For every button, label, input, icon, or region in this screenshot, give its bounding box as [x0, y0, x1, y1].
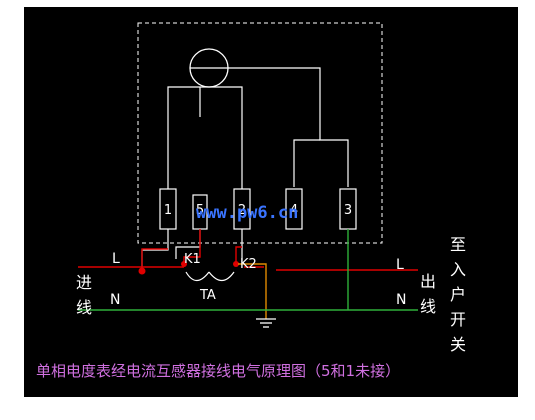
- label-k1: K1: [184, 252, 201, 267]
- current-transformer: [185, 271, 235, 282]
- terminal-label-5: 5: [196, 203, 204, 218]
- label-out-1: 出: [420, 272, 436, 291]
- wiring-diagram: 1 5 2 4 3: [36, 22, 466, 380]
- junction-dot-k1: [181, 261, 187, 267]
- terminal-label-2: 2: [238, 203, 246, 218]
- ground-symbol: [256, 318, 276, 328]
- label-in-2: 线: [76, 298, 92, 317]
- label-to-2: 入: [450, 260, 466, 279]
- label-l-in: L: [112, 251, 120, 267]
- meter-enclosure: [137, 22, 383, 244]
- label-to-3: 户: [450, 285, 466, 304]
- label-ta: TA: [199, 288, 216, 303]
- diagram-canvas: 1 5 2 4 3: [24, 7, 518, 397]
- junction-dot-k2: [233, 261, 239, 267]
- internal-wiring: [167, 67, 349, 189]
- label-out-2: 线: [420, 297, 436, 316]
- neutral-line: [78, 229, 418, 311]
- ground-wire: [238, 263, 267, 319]
- label-l-out: L: [396, 257, 404, 273]
- label-k2: K2: [240, 257, 257, 272]
- terminal-label-4: 4: [290, 203, 298, 218]
- watermark: www.pw6.cn: [196, 203, 298, 223]
- label-in-1: 进: [76, 273, 92, 292]
- label-n-in: N: [110, 292, 120, 308]
- terminal-label-1: 1: [164, 203, 172, 218]
- junction-dot-left: [138, 267, 146, 275]
- live-line: [78, 229, 418, 271]
- label-n-out: N: [396, 292, 406, 308]
- label-to-4: 开: [450, 310, 466, 329]
- label-to-1: 至: [450, 235, 466, 254]
- label-to-5: 关: [450, 335, 466, 354]
- terminal-label-3: 3: [344, 203, 352, 218]
- diagram-caption: 单相电度表经电流互感器接线电气原理图（5和1未接）: [36, 362, 400, 380]
- terminal-4: [285, 188, 303, 230]
